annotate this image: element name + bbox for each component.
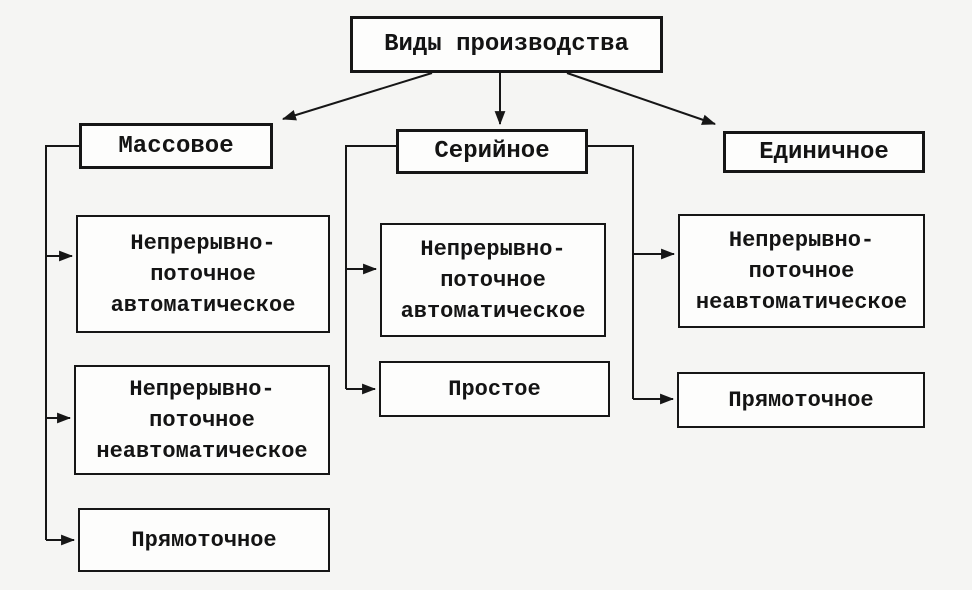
arrow-root-to-unit <box>566 72 717 125</box>
node-mass: Массовое <box>79 123 273 169</box>
node-mass-continuous-flow-automatic: Непрерывно- поточное автоматическое <box>76 215 330 333</box>
node-mass-straight-flow: Прямоточное <box>78 508 330 572</box>
node-production-types: Виды производства <box>350 16 663 73</box>
arrow-root-to-mass <box>281 72 433 121</box>
node-unit: Единичное <box>723 131 925 173</box>
node-unit-continuous-flow-nonautomatic: Непрерывно- поточное неавтоматическое <box>678 214 925 328</box>
spine-mass <box>45 145 79 540</box>
node-unit-straight-flow: Прямоточное <box>677 372 925 428</box>
node-serial-continuous-flow-automatic: Непрерывно- поточное автоматическое <box>380 223 606 337</box>
node-serial-simple: Простое <box>379 361 610 417</box>
node-mass-continuous-flow-nonautomatic: Непрерывно- поточное неавтоматическое <box>74 365 330 475</box>
node-serial: Серийное <box>396 129 588 174</box>
